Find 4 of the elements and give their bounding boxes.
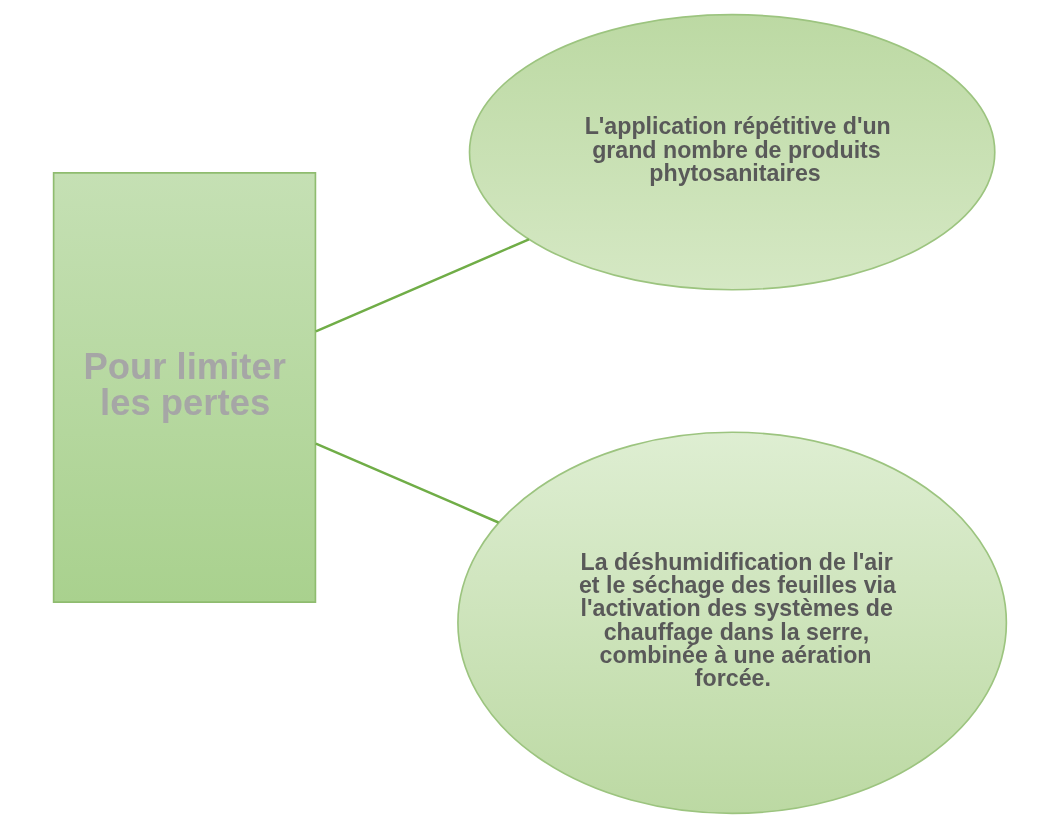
node-ellipse: L'application répétitive d'un grand nombre de produits phytosanitaires [468, 13, 996, 291]
connector [314, 238, 529, 333]
node-ellipse: La déshumidification de l'air et le séchage des feuilles via l'activation des systèmes de chauffage dans la serre, combinée à une aération forcée. [456, 431, 1007, 815]
connector [314, 442, 499, 524]
